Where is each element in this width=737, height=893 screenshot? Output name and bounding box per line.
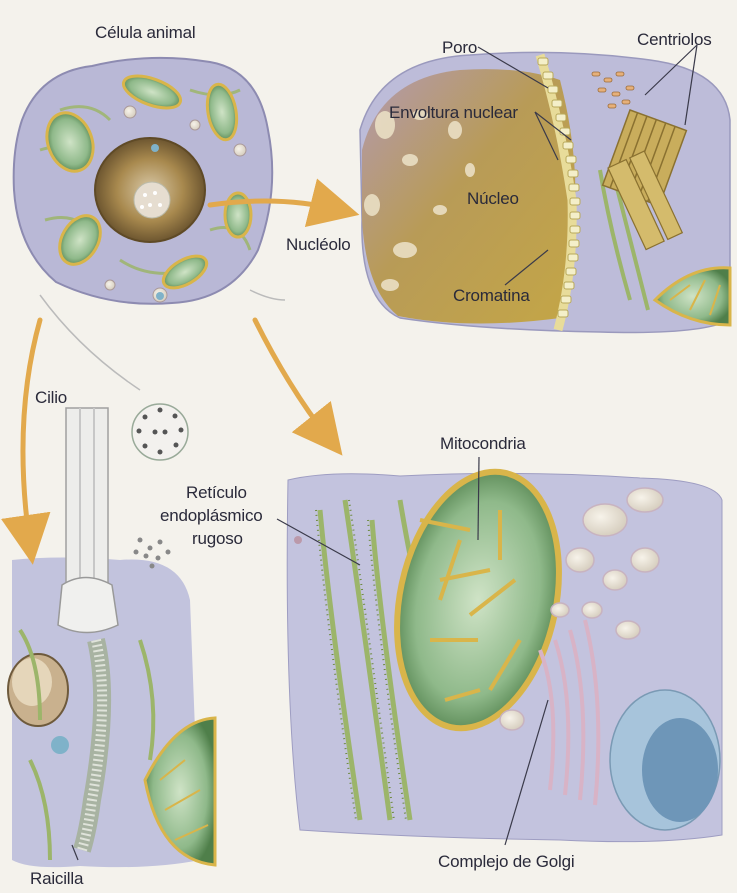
label-centriolos: Centriolos <box>637 30 712 50</box>
label-cilio: Cilio <box>35 388 67 408</box>
label-celula-animal: Célula animal <box>95 23 195 43</box>
label-reticulo-line2: endoplásmico <box>160 506 263 526</box>
cilium-cross-section <box>132 404 188 460</box>
label-reticulo-line1: Retículo <box>186 483 247 503</box>
organelle-detail <box>287 457 722 842</box>
label-envoltura-nuclear: Envoltura nuclear <box>389 103 518 123</box>
label-complejo-golgi: Complejo de Golgi <box>438 852 574 872</box>
label-poro: Poro <box>442 38 477 58</box>
label-nucleolo: Nucléolo <box>286 235 351 255</box>
label-nucleo: Núcleo <box>467 189 519 209</box>
label-reticulo-line3: rugoso <box>192 529 243 549</box>
cilium-shaft <box>66 408 108 588</box>
cilium-detail <box>8 408 215 867</box>
label-cromatina: Cromatina <box>453 286 530 306</box>
label-raicilla: Raicilla <box>30 869 83 889</box>
label-mitocondria: Mitocondria <box>440 434 526 454</box>
nucleus-detail <box>360 52 730 332</box>
